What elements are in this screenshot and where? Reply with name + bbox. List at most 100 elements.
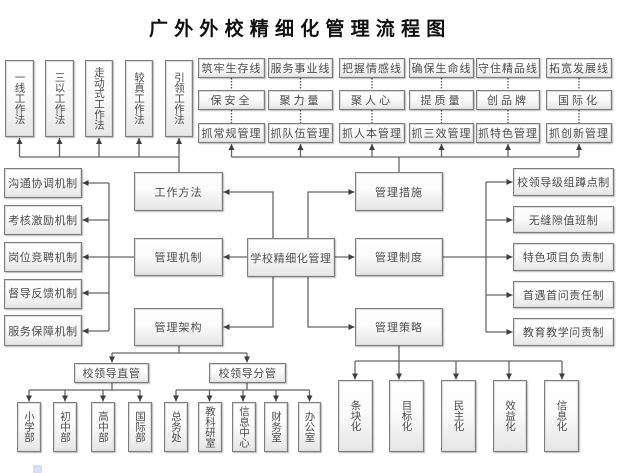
unit-box: 办公室 xyxy=(298,402,321,452)
unit-label: 办公室 xyxy=(303,411,316,443)
measure-action-box: 抓特色管理 xyxy=(476,123,540,143)
mechanism-label: 沟通协调机制 xyxy=(8,177,78,190)
unit-label: 财务室 xyxy=(270,411,282,443)
work-methods-node: 工作方法 xyxy=(134,172,223,211)
management-measures-node: 管理措施 xyxy=(355,172,443,211)
unit-box: 小学部 xyxy=(17,402,41,452)
mechanism-box: 督导反馈机制 xyxy=(4,279,82,309)
system-label: 无缝隙值班制 xyxy=(528,213,599,227)
structure-group-box: 校领导分管 xyxy=(209,363,286,383)
measure-goal-box: 提质量 xyxy=(409,90,474,110)
mechanism-box: 岗位竞聘机制 xyxy=(4,242,82,272)
arrow-center-to-measures xyxy=(307,189,355,238)
system-label: 教育教学问责制 xyxy=(522,326,605,339)
management-mechanism-label: 管理机制 xyxy=(154,251,203,264)
mechanism-label: 服务保障机制 xyxy=(8,324,78,338)
measure-line-box: 筑牢生存线 xyxy=(198,58,265,78)
unit-label: 教科研室 xyxy=(204,406,216,448)
system-label: 特色项目负责制 xyxy=(522,251,605,264)
management-system-node: 管理制度 xyxy=(355,238,443,276)
strategy-label: 条块化 xyxy=(349,400,362,432)
mechanism-box: 沟通协调机制 xyxy=(4,168,82,198)
unit-label: 小学部 xyxy=(23,411,35,443)
arrow-center-to-strategy xyxy=(307,277,355,330)
structure-group-label: 校领导分管 xyxy=(218,367,277,380)
measure-line-box: 拓宽发展线 xyxy=(546,58,612,78)
measure-action-box: 抓创新管理 xyxy=(546,123,612,143)
system-box: 校领导级组蹲点制 xyxy=(513,168,614,196)
structure-group-label: 校领导直管 xyxy=(82,367,141,380)
measure-line-box: 守住精品线 xyxy=(476,58,540,78)
measure-action-label: 抓三效管理 xyxy=(411,127,472,140)
structure-group-box: 校领导直管 xyxy=(74,363,149,383)
diagram-title: 广外外校精细化管理流程图 xyxy=(149,18,452,40)
strategy-box: 效益化 xyxy=(493,380,527,452)
work-method-label: 一线工作法 xyxy=(13,72,26,125)
work-method-label: 引领工作法 xyxy=(173,72,185,125)
strategy-box: 信息化 xyxy=(544,380,579,452)
measure-line-box: 把握情感线 xyxy=(339,58,405,78)
work-method-box: 引领工作法 xyxy=(165,60,193,137)
mechanism-box: 服务保障机制 xyxy=(4,315,82,346)
arrow-center-to-structure xyxy=(223,277,274,330)
strategy-box: 条块化 xyxy=(338,380,373,452)
unit-label: 信息中心 xyxy=(238,406,250,448)
system-box: 首遇首问责任制 xyxy=(513,281,614,308)
strategy-label: 目标化 xyxy=(400,400,413,432)
measure-line-label: 把握情感线 xyxy=(342,62,402,75)
mechanism-box: 考核激励机制 xyxy=(4,205,82,235)
measure-goal-box: 创品牌 xyxy=(476,90,540,110)
measure-action-label: 抓特色管理 xyxy=(478,127,538,140)
unit-box: 国际部 xyxy=(128,402,152,452)
management-measures-label: 管理措施 xyxy=(375,185,423,199)
measure-goal-box: 保安全 xyxy=(198,90,265,110)
strategy-box: 目标化 xyxy=(389,380,424,452)
measure-line-box: 确保生命线 xyxy=(409,58,474,78)
strategy-label: 效益化 xyxy=(504,400,516,432)
system-label: 校领导级组蹲点制 xyxy=(517,176,610,189)
work-methods-label: 工作方法 xyxy=(154,185,203,199)
measure-goal-box: 国际化 xyxy=(546,90,612,110)
management-structure-label: 管理架构 xyxy=(154,321,203,334)
measure-goal-label: 创品牌 xyxy=(487,94,529,107)
measure-goal-label: 聚人心 xyxy=(351,94,393,107)
strategy-label: 信息化 xyxy=(555,400,568,432)
management-strategy-label: 管理策略 xyxy=(375,321,423,334)
measure-action-box: 抓三效管理 xyxy=(409,123,474,143)
work-method-label: 较真工作法 xyxy=(133,72,145,125)
measure-action-box: 抓人本管理 xyxy=(339,123,405,143)
mechanism-label: 岗位竞聘机制 xyxy=(8,251,78,264)
center-label: 学校精细化管理 xyxy=(250,251,332,265)
work-method-box: 较真工作法 xyxy=(125,60,153,137)
unit-box: 初中部 xyxy=(53,402,77,452)
unit-box: 信息中心 xyxy=(232,402,256,452)
measure-line-label: 守住精品线 xyxy=(478,62,538,75)
unit-label: 总务处 xyxy=(170,411,182,443)
measure-line-label: 拓宽发展线 xyxy=(549,62,609,75)
measure-line-label: 筑牢生存线 xyxy=(201,62,262,75)
measure-line-box: 服务事业线 xyxy=(268,58,333,78)
work-method-label: 三以工作法 xyxy=(53,72,66,125)
measure-action-box: 抓队伍管理 xyxy=(268,123,333,143)
measure-line-label: 确保生命线 xyxy=(411,62,472,75)
work-method-box: 三以工作法 xyxy=(45,60,74,137)
mechanism-label: 考核激励机制 xyxy=(8,214,78,227)
measure-goal-label: 聚力量 xyxy=(279,94,322,107)
measure-line-label: 服务事业线 xyxy=(270,62,331,75)
measure-action-label: 抓常规管理 xyxy=(201,127,262,140)
management-strategy-node: 管理策略 xyxy=(355,308,443,346)
work-method-box: 一线工作法 xyxy=(5,60,34,137)
mechanism-label: 督导反馈机制 xyxy=(8,287,78,300)
management-system-label: 管理制度 xyxy=(375,251,423,264)
measure-action-box: 抓常规管理 xyxy=(198,123,265,143)
unit-box: 财务室 xyxy=(264,402,288,452)
unit-label: 国际部 xyxy=(134,411,146,443)
strategy-box: 民主化 xyxy=(441,380,476,452)
measure-goal-label: 提质量 xyxy=(420,94,463,107)
unit-label: 高中部 xyxy=(97,411,109,443)
measure-action-label: 抓创新管理 xyxy=(549,127,609,140)
measure-goal-box: 聚力量 xyxy=(268,90,333,110)
measure-goal-box: 聚人心 xyxy=(339,90,405,110)
